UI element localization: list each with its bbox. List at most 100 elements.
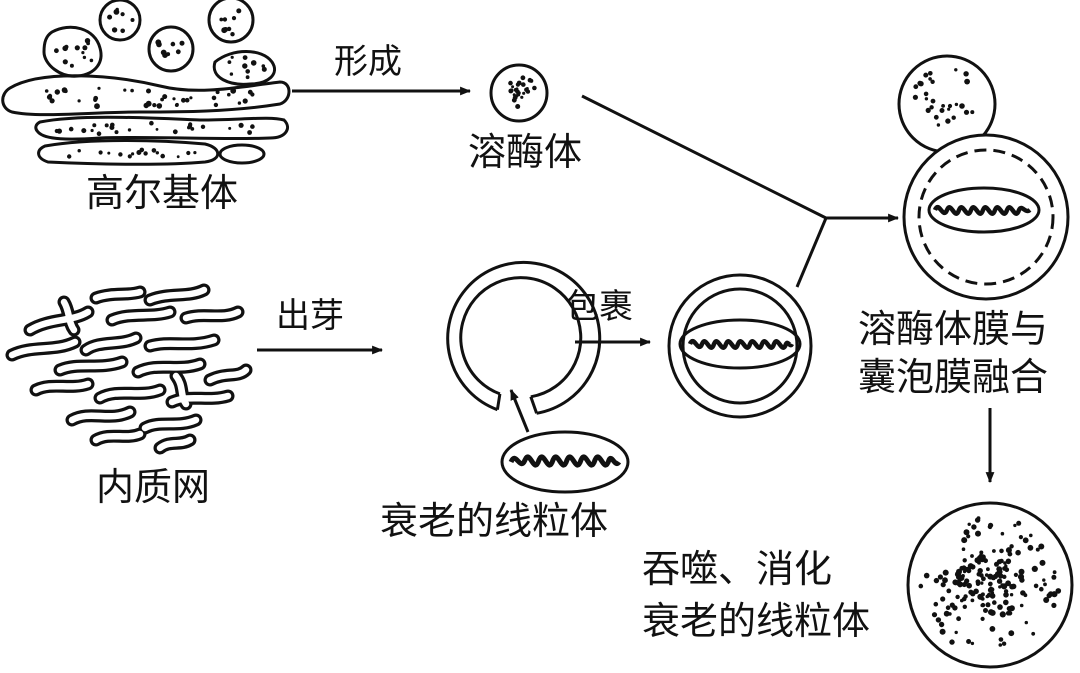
- granule: [1017, 573, 1025, 580]
- granule: [997, 572, 1002, 576]
- granule: [977, 560, 981, 565]
- granule: [988, 582, 992, 587]
- granule: [104, 123, 109, 128]
- granule: [242, 55, 248, 60]
- granule: [949, 602, 955, 608]
- granule: [62, 59, 68, 65]
- granule: [970, 110, 975, 115]
- granule: [54, 128, 59, 134]
- granule: [962, 604, 967, 609]
- granule: [160, 153, 165, 159]
- granule: [975, 581, 981, 586]
- granule: [155, 127, 159, 131]
- granule: [954, 68, 958, 72]
- granule: [174, 103, 179, 107]
- granule: [54, 89, 60, 95]
- granule: [998, 585, 1002, 589]
- digestion-debris: [918, 516, 1062, 647]
- granule: [130, 18, 135, 22]
- er-label: 内质网: [96, 465, 211, 509]
- granule: [238, 122, 244, 128]
- granule: [89, 58, 94, 63]
- granule: [954, 630, 958, 635]
- granule: [515, 104, 521, 109]
- granule: [992, 600, 997, 605]
- granule: [1007, 610, 1013, 616]
- granule: [172, 129, 178, 135]
- granule: [520, 75, 526, 81]
- granule: [156, 41, 162, 48]
- granule: [184, 97, 190, 103]
- granule: [219, 17, 224, 22]
- granule: [1009, 583, 1015, 590]
- granule: [913, 84, 919, 90]
- granule: [1043, 597, 1050, 603]
- granule: [223, 27, 229, 32]
- granule: [145, 100, 152, 107]
- granule: [1008, 630, 1015, 637]
- granule: [213, 102, 219, 108]
- granule: [959, 103, 965, 109]
- granule: [67, 154, 72, 159]
- granule: [1015, 549, 1021, 556]
- granule: [966, 534, 971, 539]
- granule: [977, 568, 983, 574]
- granule: [963, 529, 970, 536]
- digested-vesicle-icon: [906, 501, 1074, 669]
- granule: [98, 150, 103, 155]
- granule: [989, 609, 996, 616]
- granule: [961, 547, 966, 551]
- granule: [1022, 537, 1029, 544]
- granule: [179, 40, 185, 46]
- granule: [1004, 564, 1008, 568]
- granule: [928, 77, 932, 81]
- granule: [172, 97, 176, 101]
- granule: [82, 55, 87, 60]
- granule: [961, 582, 967, 588]
- granule: [242, 63, 248, 69]
- granule: [928, 71, 933, 76]
- lysosome-granules: [508, 75, 537, 109]
- granule: [1035, 547, 1040, 552]
- granule: [1016, 520, 1022, 526]
- granule: [521, 82, 526, 87]
- granule: [228, 126, 232, 130]
- granule: [175, 49, 181, 55]
- granule: [69, 63, 74, 68]
- granule: [107, 14, 113, 20]
- granule: [508, 80, 513, 86]
- granule: [77, 149, 81, 153]
- granule: [930, 98, 936, 104]
- granule: [947, 103, 953, 109]
- granule: [999, 548, 1004, 554]
- granule: [936, 123, 941, 127]
- granule: [987, 587, 994, 593]
- granule: [964, 566, 970, 572]
- granule: [509, 88, 514, 93]
- granule: [979, 573, 984, 578]
- granule: [929, 105, 934, 110]
- granule: [131, 152, 135, 156]
- granule: [94, 103, 100, 110]
- granule: [966, 582, 972, 589]
- granule: [86, 41, 90, 46]
- granule: [515, 89, 520, 94]
- golgi-apparatus-icon: [1, 0, 291, 166]
- granule: [522, 91, 526, 95]
- granule: [1013, 572, 1019, 578]
- granule: [980, 581, 984, 585]
- granule: [970, 598, 975, 603]
- granule: [971, 524, 977, 530]
- granule: [1051, 602, 1057, 609]
- granule: [1004, 567, 1010, 573]
- granule: [923, 72, 929, 78]
- granule: [237, 101, 242, 105]
- granule: [123, 88, 127, 92]
- granule: [933, 577, 940, 584]
- granule: [930, 79, 935, 85]
- granule: [186, 150, 191, 156]
- granule: [940, 582, 946, 588]
- granule: [1003, 589, 1009, 594]
- granule: [955, 579, 962, 586]
